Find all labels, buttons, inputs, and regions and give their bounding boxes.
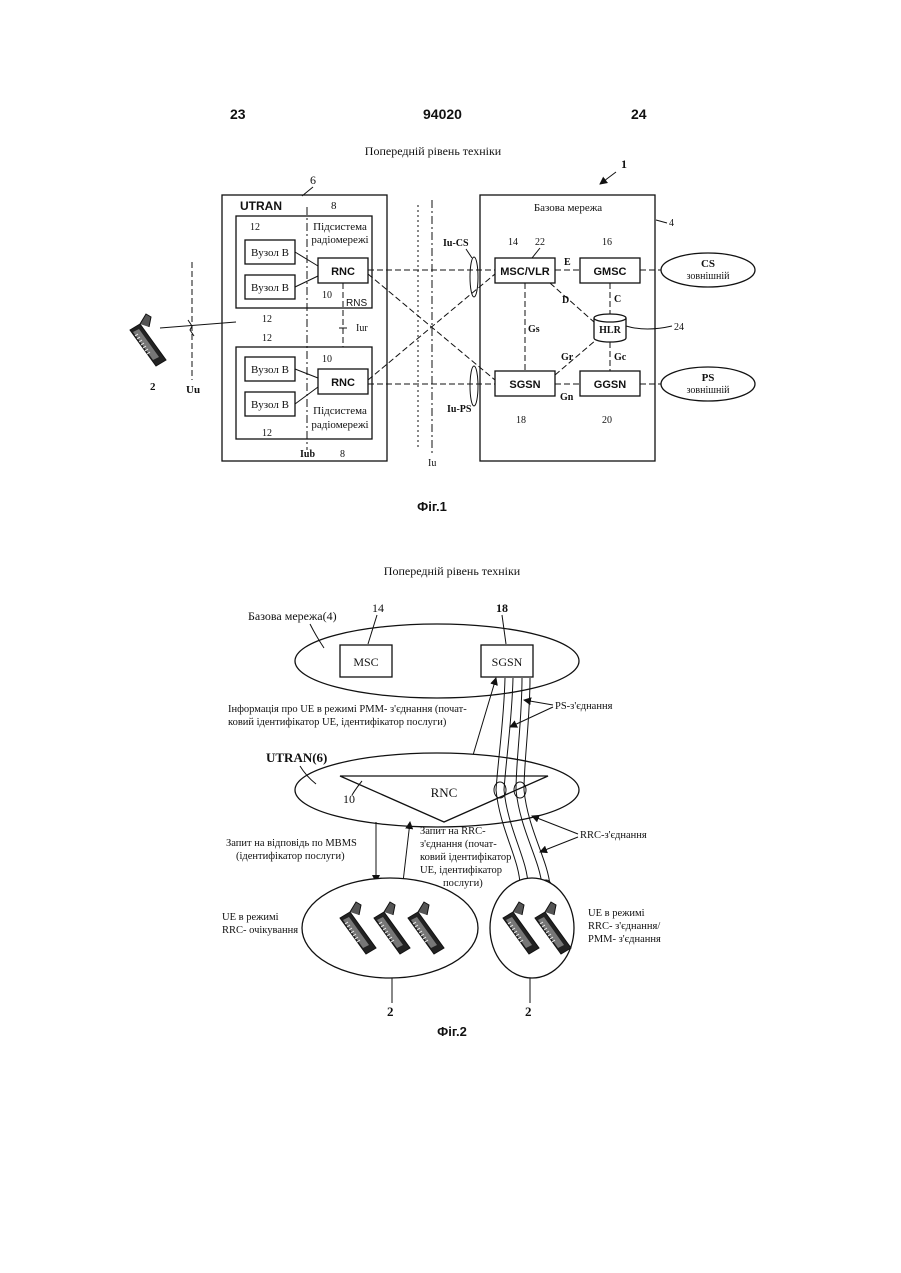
fig2-msc-label: MSC [353,655,378,669]
fig1-ggsn-label: GGSN [594,379,626,391]
fig2-mbms-line1: Запит на відповідь по MBMS [226,838,357,849]
fig2-utran-label: UTRAN(6) [266,750,327,765]
fig1-node-b-1-label: Вузол B [251,247,289,259]
fig1-ref-10-a: 10 [322,290,332,301]
fig1-ref-4: 4 [669,218,674,229]
fig1-ref-10-b: 10 [322,354,332,365]
fig1-uu-label: Uu [186,384,200,396]
fig2-ref-10: 10 [343,792,355,806]
fig1-gr-label: Gr [561,352,574,363]
fig1-ref-12-c: 12 [262,333,272,344]
fig1-rns-upper-line1: Підсистема [313,221,367,233]
fig1-ps-line2: зовнішній [687,385,731,396]
fig1-iu-ps-ellipse [470,366,478,406]
fig2-rrc-req-line5: послуги) [443,878,483,889]
fig2-ue-connected-group [490,878,574,978]
fig1-rns-label: RNS [346,298,367,309]
fig2-rrc-req-line3: ковий ідентифікатор [420,852,511,863]
fig1-gs-label: Gs [528,324,540,335]
fig1-ref-12-b: 12 [262,314,272,325]
fig2-conn-line2: RRC- з'єднання/ [588,921,660,932]
fig1-rns-upper-line2: радіомережі [311,234,368,246]
fig2-rnc-label: RNC [431,785,458,800]
fig1-gmsc-label: GMSC [594,266,627,278]
fig1-node-b-4-label: Вузол B [251,399,289,411]
fig1-iur-label: Iur [356,323,368,334]
fig2-conn-line3: PMM- з'єднання [588,934,661,945]
fig2-ref-2-right: 2 [525,1004,532,1019]
fig2-idle-line2: RRC- очікування [222,925,298,936]
fig1-rns-lower-line1: Підсистема [313,405,367,417]
fig1-rns-lower-line2: радіомережі [311,419,368,431]
fig1-iu-label: Iu [428,458,436,469]
fig2-caption: Фіг.2 [437,1024,467,1039]
fig1-d-label: D [562,295,569,306]
fig2-mbms-line2: (ідентифікатор послуги) [236,851,345,862]
fig1-ref-18: 18 [516,415,526,426]
fig1-prior-art-label: Попередній рівень техніки [365,144,502,158]
fig1-hlr-label: HLR [599,325,621,336]
fig1-node-b-3-label: Вузол B [251,364,289,376]
fig1-ref-22: 22 [535,237,545,248]
fig2-conn-line1: UE в режимі [588,908,645,919]
fig1-caption: Фіг.1 [417,499,447,514]
fig1-iub-label: Iub [300,449,315,460]
fig1-mobile-phone [130,314,166,366]
fig1-ps-line1: PS [702,372,715,384]
fig2-prior-art-label: Попередній рівень техніки [384,564,521,578]
fig1-iu-cs-label: Iu-CS [443,238,469,249]
fig1-ref-2: 2 [150,381,156,393]
fig1-ref-8-bottom: 8 [340,449,345,460]
fig1-ref-20: 20 [602,415,612,426]
fig1-ref-24: 24 [674,322,684,333]
fig1-ref-1: 1 [621,157,627,171]
fig2-core-network-label: Базова мережа(4) [248,609,337,623]
fig1-gn-label: Gn [560,392,574,403]
fig1-gc-label: Gc [614,352,627,363]
fig1-ref-16: 16 [602,237,612,248]
fig2-rrc-req-line4: UE, ідентифікатор [420,865,502,876]
fig2-ref-2-left: 2 [387,1004,394,1019]
fig2-sgsn-label: SGSN [492,655,523,669]
fig1-e-label: E [564,257,571,268]
fig1-core-network-label: Базова мережа [534,202,602,214]
fig1-node-b-2-label: Вузол B [251,282,289,294]
fig2-ref-14: 14 [372,601,384,615]
fig2-core-network-ellipse [295,624,579,698]
fig1-msc-vlr-label: MSC/VLR [500,266,550,278]
fig1-rnc-1-label: RNC [331,266,355,278]
fig1-ref-6: 6 [310,173,316,187]
fig1-core-network-box [480,195,655,461]
fig2-ps-connection-label: PS-з'єднання [555,701,613,712]
fig2-idle-line1: UE в режимі [222,912,279,923]
fig1-ref-8-top: 8 [331,200,337,212]
fig2-rrc-req-line1: Запит на RRC- [420,826,486,837]
fig1-sgsn-label: SGSN [509,379,540,391]
fig1-ref-1-arrow [600,172,616,184]
fig2-rrc-request-arrow [403,822,410,882]
fig1-utran-title: UTRAN [240,199,282,213]
fig1-ref-12-a: 12 [250,222,260,233]
fig1-cs-line2: зовнішній [687,271,731,282]
fig1-cs-line1: CS [701,258,715,270]
fig2-info-line1: Інформація про UE в режимі PMM- з'єднанн… [228,704,467,715]
fig2-info-line2: ковий ідентифікатор UE, ідентифікатор по… [228,717,447,728]
fig1-rnc-2-label: RNC [331,377,355,389]
fig1-ref-14: 14 [508,237,518,248]
fig2-rrc-req-line2: з'єднання (почат- [420,839,497,850]
fig2-rrc-connection-label: RRC-з'єднання [580,830,647,841]
fig2-ref-18: 18 [496,601,508,615]
fig1-iu-ps-label: Iu-PS [447,404,472,415]
fig1-ref-12-d: 12 [262,428,272,439]
fig1-c-label: C [614,294,621,305]
